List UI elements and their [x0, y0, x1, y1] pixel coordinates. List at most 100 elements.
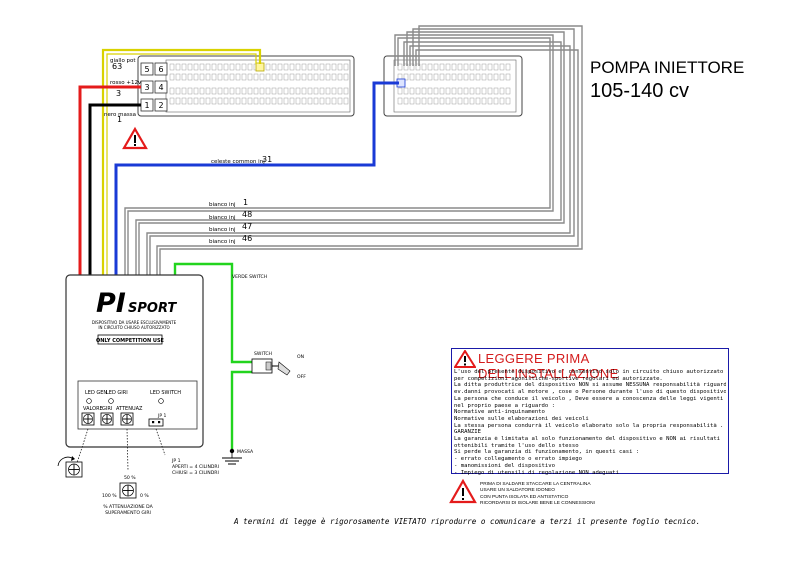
connector-pin — [403, 63, 409, 71]
toggle-switch[interactable] — [251, 358, 291, 376]
connector-pin — [493, 97, 499, 105]
connector-pin — [205, 97, 211, 105]
pin-box-5 — [140, 62, 154, 76]
trimmer-attenuaz-knob[interactable] — [120, 412, 134, 426]
pin-63-highlight — [255, 62, 265, 72]
connector-pin — [397, 87, 403, 95]
label-bianco-1-num: 1 — [243, 198, 248, 207]
trimmer-valore-knob[interactable] — [81, 412, 95, 426]
connector-right-pin-area — [393, 59, 517, 113]
trimmer-giri-knob[interactable] — [100, 412, 114, 426]
wire-black-ground — [88, 103, 141, 275]
connector-pin — [199, 73, 205, 81]
led-gen-label: LED GEN — [85, 390, 107, 396]
connector-pin — [451, 87, 457, 95]
connector-pin — [433, 63, 439, 71]
connector-pin — [439, 87, 445, 95]
connector-pin — [235, 63, 241, 71]
connector-pin — [175, 73, 181, 81]
connector-pin — [265, 87, 271, 95]
connector-pin — [193, 87, 199, 95]
connector-pin — [427, 73, 433, 81]
diagram-title: POMPA INIETTORE — [590, 58, 745, 77]
connector-pin — [301, 73, 307, 81]
led-switch-label: LED SWITCH — [150, 390, 181, 396]
connector-pin — [445, 97, 451, 105]
wire-green-switch — [173, 262, 252, 364]
connector-pin — [421, 87, 427, 95]
led-giri-indicator — [108, 398, 114, 404]
connector-pin — [205, 63, 211, 71]
label-rosso: rosso +12v — [110, 80, 142, 86]
switch-on-label: ON — [297, 354, 304, 360]
connector-pin — [247, 97, 253, 105]
connector-pin — [175, 97, 181, 105]
pin-box-6 — [154, 62, 168, 76]
valore-label: VALORE — [83, 406, 103, 412]
connector-pin — [211, 97, 217, 105]
connector-pin — [193, 97, 199, 105]
warning-line: - manomissioni del dispositivo — [454, 462, 556, 469]
wire-yellow-pot — [101, 48, 262, 275]
jumper-jp1[interactable] — [148, 418, 164, 427]
connector-pin — [211, 63, 217, 71]
connector-pin — [187, 63, 193, 71]
connector-pin — [421, 73, 427, 81]
disclaimer-line-2: IN CIRCUITO CHIUSO AUTORIZZATO — [98, 325, 169, 330]
wire-yellow-pot-inner — [106, 53, 257, 275]
disclaimer-line-1: DISPOSITIVO DA USARE ESCLUSIVAMENTE — [92, 320, 177, 325]
connector-pin — [271, 97, 277, 105]
pin-box-2 — [154, 98, 168, 112]
wire-gray-injectors — [124, 25, 583, 275]
warning-line: La garanzia è limitata al solo funzionam… — [454, 436, 721, 443]
connector-pin — [451, 97, 457, 105]
connector-pin — [181, 63, 187, 71]
connector-pin — [241, 97, 247, 105]
connector-pin — [259, 87, 265, 95]
connector-pin — [295, 97, 301, 105]
connector-pin — [433, 73, 439, 81]
connector-pin — [307, 97, 313, 105]
connector-pin — [343, 73, 349, 81]
jp-closed-label: CHIUSI = 3 CILINDRI — [172, 470, 219, 476]
connector-pin — [439, 63, 445, 71]
warning-line: La ditta produttrice del dispositivo NON… — [454, 382, 726, 389]
connector-pin — [301, 87, 307, 95]
connector-pin — [229, 63, 235, 71]
connector-pin — [175, 87, 181, 95]
connector-pin — [493, 63, 499, 71]
connector-pin — [409, 97, 415, 105]
wire-green-ground — [230, 370, 252, 450]
knob-rotate-icon — [57, 456, 83, 478]
wire-gray-inj-1b — [127, 34, 554, 275]
connector-pin — [211, 73, 217, 81]
warning-line: ev.danni provocati al motore , cose o Pe… — [454, 389, 726, 396]
connector-pin — [241, 87, 247, 95]
connector-pin — [187, 73, 193, 81]
connector-pin — [493, 87, 499, 95]
connector-pin — [169, 63, 175, 71]
connector-pin — [415, 63, 421, 71]
connector-pin — [223, 63, 229, 71]
pin-label-4: 4 — [158, 83, 163, 92]
connector-pin — [325, 97, 331, 105]
connector-pin — [307, 73, 313, 81]
connector-pin — [265, 97, 271, 105]
connector-pin — [463, 73, 469, 81]
connector-pin — [277, 87, 283, 95]
connector-pin — [259, 97, 265, 105]
switch-label: SWITCH — [254, 351, 272, 357]
connector-pin — [301, 63, 307, 71]
connector-pin — [169, 97, 175, 105]
installation-warning-box: LEGGERE PRIMA DELL'INSTALLAZIONE L'uso d… — [451, 348, 729, 476]
connector-pin — [211, 87, 217, 95]
jp1-label: JP 1 — [157, 413, 166, 419]
label-bianco-46-num: 46 — [242, 234, 252, 243]
pin-box-4 — [154, 80, 168, 94]
connector-pin — [343, 63, 349, 71]
connector-pin — [217, 63, 223, 71]
wire-red-12v — [78, 85, 141, 275]
connector-pin — [337, 97, 343, 105]
connector-pin — [229, 97, 235, 105]
